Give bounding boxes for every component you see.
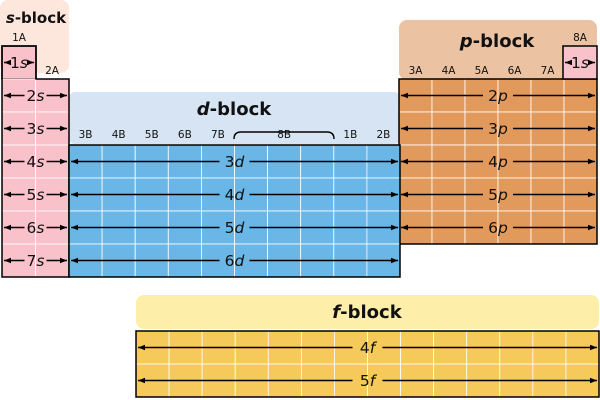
orbital-6p: 6p bbox=[401, 219, 595, 237]
group-label: 4B bbox=[112, 129, 126, 141]
orbital-5p: 5p bbox=[401, 186, 595, 204]
group-label: 5A bbox=[475, 65, 490, 77]
orbital-3s: 3s bbox=[4, 120, 67, 138]
s-block-title: s-block bbox=[6, 9, 67, 27]
orbital-label: 4f bbox=[360, 339, 378, 357]
d-block-cells-border bbox=[68, 144, 401, 278]
orbital-1s: 1s bbox=[565, 54, 595, 72]
orbital-3d: 3d bbox=[71, 153, 398, 171]
d-block-title: d-block bbox=[197, 99, 272, 120]
f-block-title: f-block bbox=[332, 302, 402, 323]
orbital-label: 6d bbox=[225, 252, 245, 270]
f-block-cells bbox=[135, 330, 600, 398]
orbital-label: 5p bbox=[488, 186, 508, 204]
orbital-label: 7s bbox=[27, 252, 45, 270]
s-block-border bbox=[1, 45, 70, 278]
orbital-4d: 4d bbox=[71, 186, 398, 204]
orbital-6s: 6s bbox=[4, 219, 67, 237]
f-block-cells-border bbox=[135, 330, 600, 398]
group-label: 6B bbox=[178, 129, 192, 141]
orbital-3p: 3p bbox=[401, 120, 595, 138]
p-block-background bbox=[399, 20, 597, 80]
orbital-rows: 1s 2s 3s 4s 5s 6s 7s 1s 2p 3p 4p 5p 6p 3d 4d 5d 6d 4f 5f bbox=[4, 54, 597, 390]
orbital-5s: 5s bbox=[4, 186, 67, 204]
orbital-label: 1s bbox=[10, 54, 28, 72]
group-label: 8A bbox=[573, 32, 588, 44]
orbital-5d: 5d bbox=[71, 219, 398, 237]
orbital-1s: 1s bbox=[4, 54, 34, 72]
group-8b-bracket bbox=[233, 131, 335, 140]
group-label: 8B bbox=[277, 129, 291, 141]
orbital-label: 6s bbox=[27, 219, 45, 237]
group-label: 2B bbox=[377, 129, 391, 141]
orbital-4f: 4f bbox=[138, 339, 597, 357]
orbital-2p: 2p bbox=[401, 87, 595, 105]
group-label: 7B bbox=[211, 129, 225, 141]
group-label: 5B bbox=[145, 129, 159, 141]
group-label: 3B bbox=[79, 129, 93, 141]
orbital-7s: 7s bbox=[4, 252, 67, 270]
orbital-2s: 2s bbox=[4, 87, 67, 105]
group-label: 1B bbox=[343, 129, 357, 141]
orbital-label: 2s bbox=[27, 87, 45, 105]
orbital-4p: 4p bbox=[401, 153, 595, 171]
orbital-label: 3p bbox=[488, 120, 508, 138]
orbital-5f: 5f bbox=[138, 372, 597, 390]
group-label: 7A bbox=[541, 65, 556, 77]
orbital-label: 3s bbox=[27, 120, 45, 138]
f-block-background bbox=[136, 295, 599, 329]
p-block-title: p-block bbox=[459, 31, 535, 52]
group-label: 2A bbox=[45, 65, 60, 77]
orbital-label: 4s bbox=[27, 153, 45, 171]
group-label: 1A bbox=[12, 32, 27, 44]
orbital-label: 4p bbox=[488, 153, 508, 171]
orbital-label: 6p bbox=[488, 219, 508, 237]
group-label: 3A bbox=[409, 65, 424, 77]
group-labels: 1A 2A 3B 4B 5B 6B 7B 8B 1B 2B 3A 4A 5A 6A 7A 8A bbox=[12, 32, 588, 141]
orbital-4s: 4s bbox=[4, 153, 67, 171]
orbital-label: 4d bbox=[225, 186, 245, 204]
orbital-label: 5s bbox=[27, 186, 45, 204]
orbital-label: 2p bbox=[488, 87, 508, 105]
orbital-label: 3d bbox=[225, 153, 245, 171]
orbital-label: 5f bbox=[360, 372, 378, 390]
d-block-background bbox=[69, 92, 400, 144]
group-label: 4A bbox=[442, 65, 457, 77]
orbital-label: 5d bbox=[225, 219, 245, 237]
orbital-6d: 6d bbox=[71, 252, 398, 270]
group-label: 6A bbox=[508, 65, 523, 77]
orbital-label: 1s bbox=[571, 54, 589, 72]
